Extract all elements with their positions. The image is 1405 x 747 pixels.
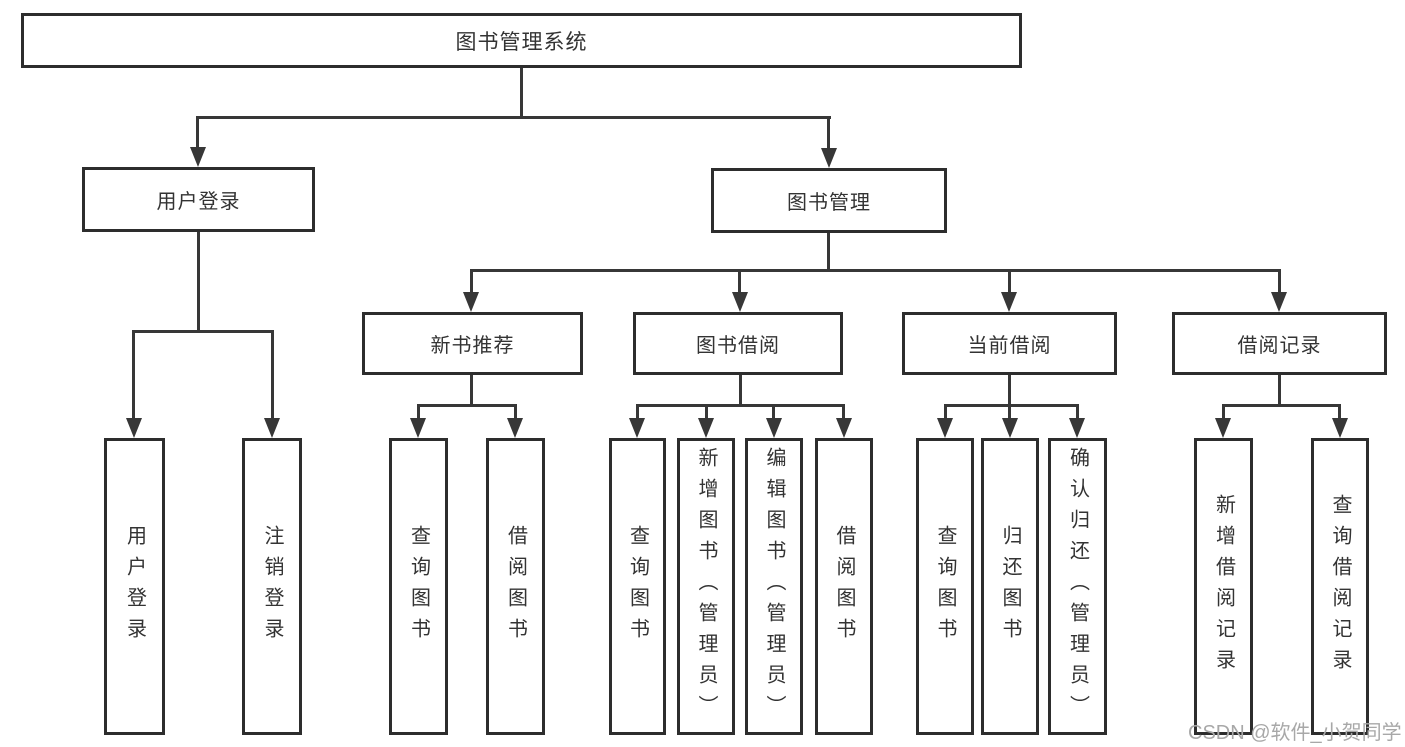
connector-records-branch <box>1224 404 1341 407</box>
node-query-books-current: 查询图书 <box>916 438 974 735</box>
node-query-borrow-record: 查询借阅记录 <box>1311 438 1369 735</box>
node-label: 查询图书 <box>626 524 649 649</box>
arrow-down-icon <box>264 418 280 438</box>
connector-recommend-stem <box>470 375 473 407</box>
arrow-down-icon <box>1215 418 1231 438</box>
node-add-borrow-record: 新增借阅记录 <box>1194 438 1253 735</box>
node-edit-books-admin: 编辑图书（管理员） <box>745 438 803 735</box>
connector-recommend-branch <box>418 404 517 407</box>
node-book-management: 图书管理 <box>711 168 947 233</box>
node-query-books-recommend: 查询图书 <box>389 438 448 735</box>
arrow-down-icon <box>1002 418 1018 438</box>
node-label: 查询图书 <box>934 524 956 649</box>
node-label: 当前借阅 <box>967 335 1052 357</box>
node-user-login-leaf: 用户登录 <box>104 438 165 735</box>
node-label: 用户登录 <box>123 524 146 649</box>
connector-current-stem <box>1008 375 1011 407</box>
connector-root-branch <box>197 116 831 119</box>
arrow-down-icon <box>1271 292 1287 312</box>
connector-root-stem <box>520 68 523 119</box>
node-label: 新书推荐 <box>430 335 515 357</box>
arrow-down-icon <box>629 418 645 438</box>
connector-borrowing-branch <box>637 404 845 407</box>
arrow-down-icon <box>732 292 748 312</box>
connector-book-mgmt-stem <box>827 233 830 272</box>
node-label: 查询借阅记录 <box>1329 493 1351 680</box>
connector-arrow-line <box>417 404 420 424</box>
connector-arrow-line <box>738 269 741 298</box>
node-label: 图书管理 <box>787 192 871 214</box>
arrow-down-icon <box>836 418 852 438</box>
node-label: 编辑图书（管理员） <box>763 447 785 726</box>
connector-arrow-line <box>1008 269 1011 298</box>
node-borrow-books: 借阅图书 <box>815 438 873 735</box>
arrow-down-icon <box>1069 418 1085 438</box>
connector-arrow-line <box>1278 269 1281 298</box>
arrow-down-icon <box>1332 418 1348 438</box>
node-logout: 注销登录 <box>242 438 302 735</box>
arrow-down-icon <box>507 418 523 438</box>
node-label: 注销登录 <box>261 524 283 649</box>
node-new-book-recommend: 新书推荐 <box>362 312 583 375</box>
node-label: 新增借阅记录 <box>1212 493 1235 680</box>
node-borrowing-records: 借阅记录 <box>1172 312 1387 375</box>
node-label: 图书管理系统 <box>455 30 588 54</box>
connector-arrow-line <box>470 269 473 298</box>
arrow-down-icon <box>1001 292 1017 312</box>
connector-records-stem <box>1278 375 1281 407</box>
connector-user-login-branch <box>133 330 274 333</box>
arrow-down-icon <box>821 148 837 168</box>
arrow-down-icon <box>698 418 714 438</box>
node-user-login: 用户登录 <box>82 167 315 232</box>
connector-arrow-line <box>842 404 845 424</box>
node-query-books-borrowing: 查询图书 <box>609 438 666 735</box>
node-return-books: 归还图书 <box>981 438 1039 735</box>
node-add-books-admin: 新增图书（管理员） <box>677 438 735 735</box>
node-label: 借阅图书 <box>504 524 527 649</box>
connector-arrow-line <box>1076 404 1079 424</box>
node-current-borrowing: 当前借阅 <box>902 312 1117 375</box>
connector-current-branch <box>945 404 1078 407</box>
connector-arrow-line <box>636 404 639 424</box>
node-label: 借阅图书 <box>833 524 855 649</box>
arrow-down-icon <box>463 292 479 312</box>
connector-arrow-line <box>132 330 135 424</box>
connector-borrowing-stem <box>739 375 742 407</box>
connector-user-login-stem <box>197 232 200 333</box>
node-library-management-system: 图书管理系统 <box>21 13 1022 68</box>
node-label: 归还图书 <box>999 524 1021 649</box>
connector-arrow-line <box>1222 404 1225 424</box>
connector-arrow-line <box>1008 404 1011 424</box>
node-label: 借阅记录 <box>1237 335 1322 357</box>
node-label: 查询图书 <box>407 524 430 649</box>
connector-arrow-line <box>1338 404 1341 424</box>
connector-arrow-line <box>772 404 775 424</box>
arrow-down-icon <box>937 418 953 438</box>
node-label: 确认归还（管理员） <box>1066 447 1089 726</box>
connector-arrow-line <box>271 330 274 424</box>
connector-book-mgmt-branch <box>471 269 1281 272</box>
node-label: 新增图书（管理员） <box>695 447 717 726</box>
node-confirm-return-admin: 确认归还（管理员） <box>1048 438 1107 735</box>
connector-arrow-line-book-mgmt <box>827 116 830 153</box>
arrow-down-icon <box>126 418 142 438</box>
node-book-borrowing: 图书借阅 <box>633 312 843 375</box>
arrow-down-icon <box>766 418 782 438</box>
arrow-down-icon <box>410 418 426 438</box>
connector-arrow-line <box>944 404 947 424</box>
arrow-down-icon <box>190 147 206 167</box>
node-label: 图书借阅 <box>696 335 780 357</box>
node-borrow-books-recommend: 借阅图书 <box>486 438 545 735</box>
node-label: 用户登录 <box>156 191 241 213</box>
csdn-watermark: CSDN @软件_小贺同学 <box>1188 722 1402 744</box>
connector-arrow-line <box>705 404 708 424</box>
connector-arrow-line <box>514 404 517 424</box>
connector-arrow-line-user-login <box>196 116 199 153</box>
